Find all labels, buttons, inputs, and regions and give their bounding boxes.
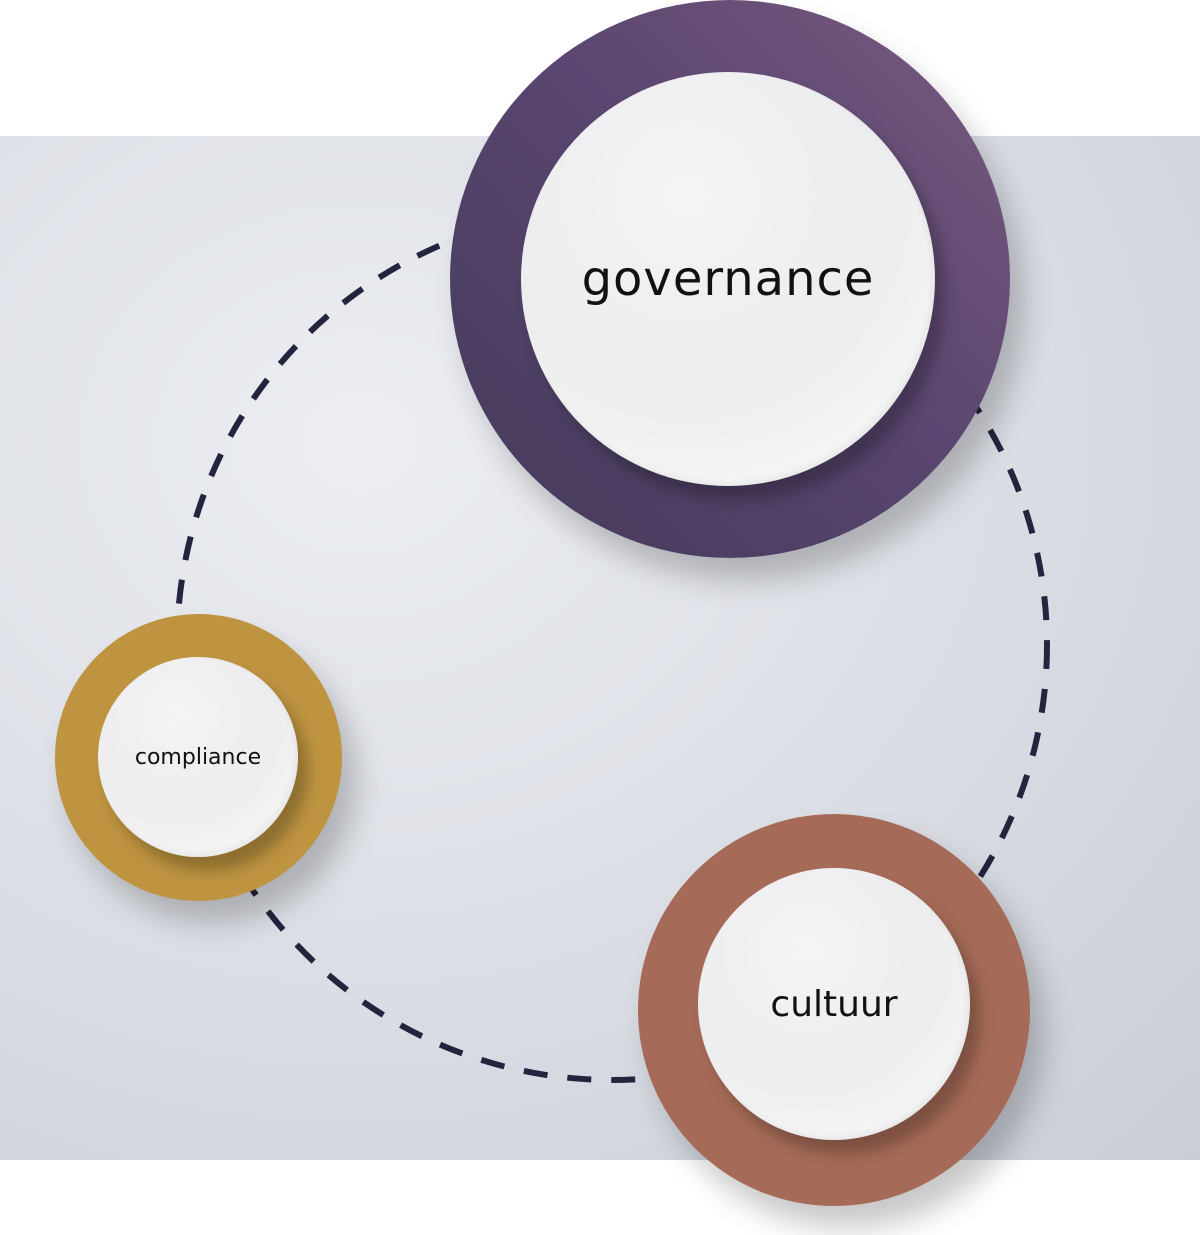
cultuur-label: cultuur [770, 983, 898, 1025]
governance-node: governance [521, 72, 935, 486]
compliance-label: compliance [134, 744, 262, 770]
cultuur-node: cultuur [698, 868, 970, 1140]
governance-label: governance [581, 251, 875, 307]
compliance-node: compliance [98, 657, 298, 857]
